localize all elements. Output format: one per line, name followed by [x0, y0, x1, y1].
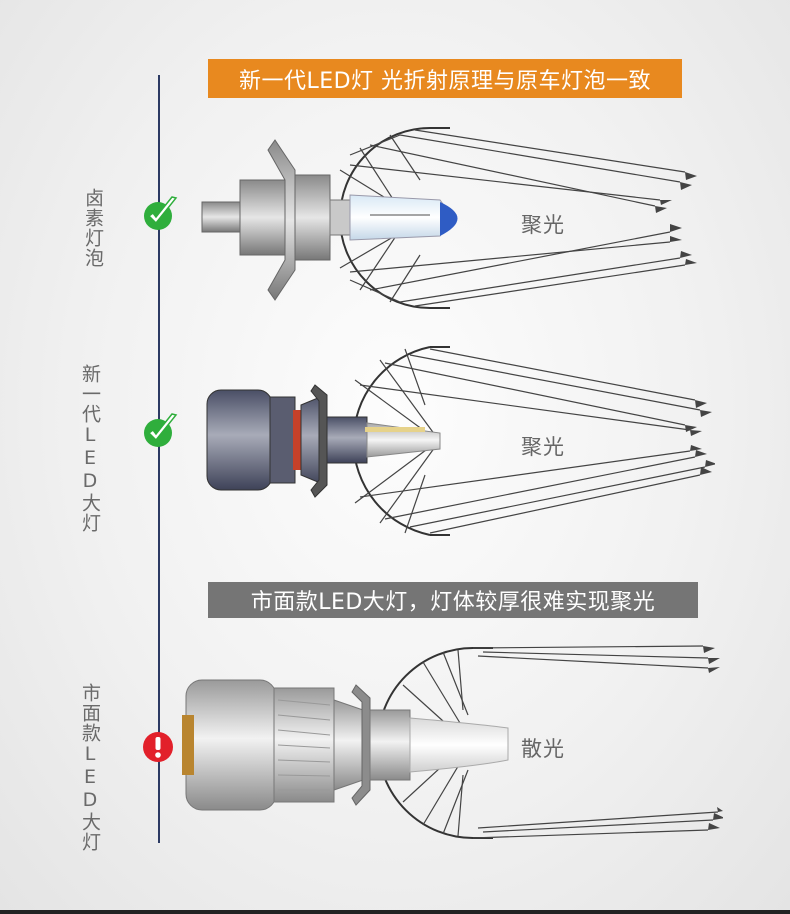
check-icon [142, 194, 180, 236]
focus-caption: 聚光 [521, 213, 565, 237]
title-banner-bottom: 市面款LED大灯，灯体较厚很难实现聚光 [208, 582, 698, 618]
label-halogen: 卤素灯泡 [82, 188, 104, 268]
new-led-bulb-diagram [195, 335, 717, 549]
scatter-caption: 散光 [521, 737, 565, 761]
timeline-line [158, 75, 160, 843]
label-new-led: 新一代LED大灯 [79, 364, 101, 533]
check-icon [142, 411, 180, 453]
focus-caption: 聚光 [521, 435, 565, 459]
halogen-bulb-diagram [190, 110, 710, 329]
label-market-led: 市面款LED大灯 [79, 683, 101, 852]
market-led-bulb-diagram [178, 640, 725, 854]
bottom-divider [0, 910, 790, 914]
warning-icon [141, 730, 175, 768]
title-banner-top: 新一代LED灯 光折射原理与原车灯泡一致 [208, 59, 682, 98]
